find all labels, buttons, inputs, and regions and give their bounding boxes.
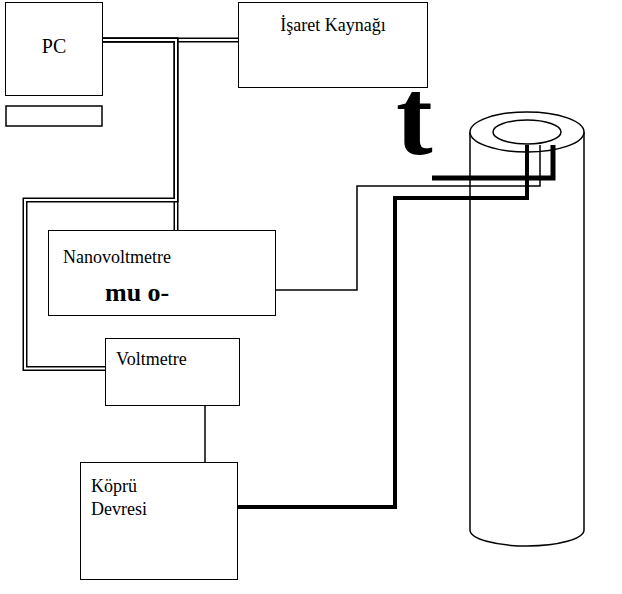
instrument-box: Nanovoltmetremu o-: [48, 230, 276, 316]
device-name: İşaret Kaynağı: [239, 3, 427, 36]
bridge-wire: [237, 145, 527, 507]
device-name: Nanovoltmetre: [49, 231, 275, 268]
source-cable: [432, 145, 553, 178]
device-name: Voltmetre: [106, 339, 239, 370]
connector-marks: mu o-: [49, 268, 275, 308]
instrument-box: PC: [5, 2, 103, 96]
device-name: PC: [6, 3, 102, 58]
instrument-box: Voltmetre: [105, 338, 240, 406]
cable-mark: t: [396, 62, 433, 172]
instrument-box: Köprü Devresi: [80, 462, 238, 580]
keyboard: [6, 106, 102, 126]
nanovolt-wire: [242, 145, 540, 290]
signal-wire: [205, 406, 206, 462]
device-name: Köprü Devresi: [81, 463, 237, 522]
